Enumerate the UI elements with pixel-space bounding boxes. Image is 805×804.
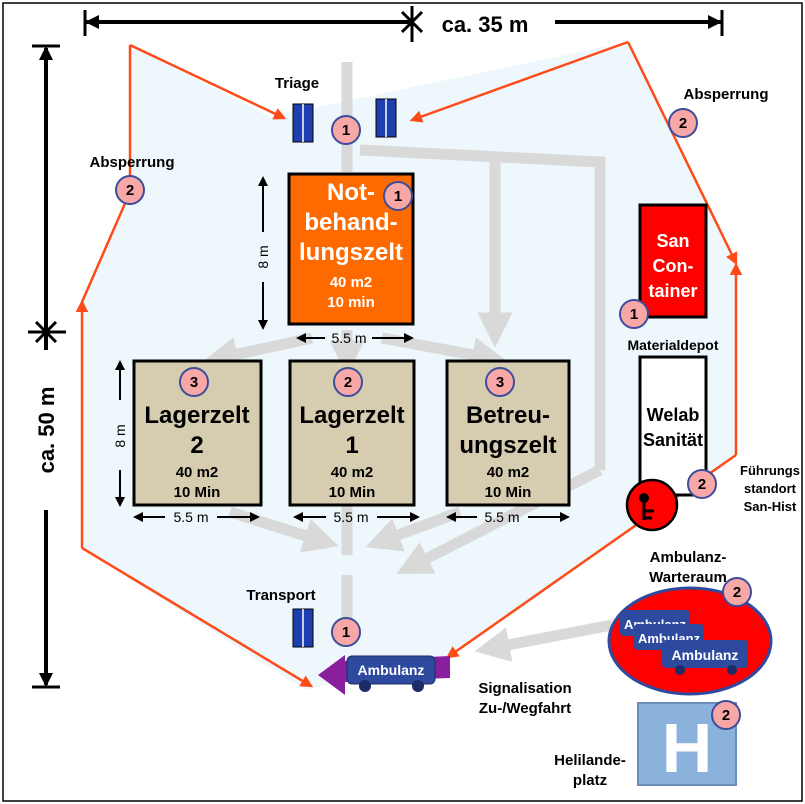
- not-tent-height-label: 8 m: [255, 245, 271, 268]
- svg-text:1: 1: [630, 306, 638, 323]
- lager2-time: 10 Min: [174, 484, 221, 501]
- badge-absperrung-left: 2: [115, 175, 145, 205]
- height-dimension: ca. 50 m: [28, 44, 66, 689]
- badge-lager2: 3: [179, 367, 209, 397]
- san-container-name-2: Con-: [653, 256, 694, 276]
- fuehrung-label-2: standort: [744, 481, 797, 496]
- not-tent-area: 40 m2: [330, 274, 373, 291]
- fuehrung-label-3: San-Hist: [744, 499, 797, 514]
- heli-label-1: Helilande-: [554, 752, 626, 769]
- badge-lager1: 2: [333, 367, 363, 397]
- lager1-name-2: 1: [345, 432, 358, 459]
- betreu-area: 40 m2: [487, 464, 530, 481]
- lager2-area: 40 m2: [176, 464, 219, 481]
- lager2-width-label: 5.5 m: [173, 509, 208, 525]
- betreu-width-label: 5.5 m: [484, 509, 519, 525]
- svg-text:3: 3: [190, 374, 198, 391]
- betreu-name-1: Betreu-: [466, 402, 550, 429]
- badge-transport: 1: [331, 617, 361, 647]
- signalisation-label-1: Signalisation: [478, 680, 571, 697]
- not-tent-width-label: 5.5 m: [331, 330, 366, 346]
- transport-label: Transport: [246, 587, 315, 604]
- main-ambulance-label: Ambulanz: [358, 662, 425, 678]
- lager2-name-1: Lagerzelt: [144, 402, 249, 429]
- lager1-area: 40 m2: [331, 464, 374, 481]
- transport-markers: [292, 608, 314, 648]
- fuehrung-label-1: Führungs: [740, 463, 800, 478]
- svg-text:1: 1: [342, 624, 350, 641]
- lager1-width-label: 5.5 m: [333, 509, 368, 525]
- materialdepot-label: Materialdepot: [627, 337, 718, 353]
- welab-name-1: Welab: [647, 405, 700, 425]
- main-ambulance: Ambulanz: [346, 655, 436, 692]
- barrier-lines: [75, 40, 743, 688]
- not-tent-name-3: lungszelt: [299, 239, 403, 266]
- heli-label-2: platz: [573, 772, 607, 789]
- svg-text:2: 2: [698, 476, 706, 493]
- svg-text:3: 3: [496, 374, 504, 391]
- width-dimension: ca. 35 m: [83, 6, 724, 42]
- ambulance-waiting-area: Ambulanz Ambulanz Ambulanz: [607, 586, 773, 696]
- waiting-ambulance-3-label: Ambulanz: [672, 647, 739, 663]
- badge-warteraum: 2: [722, 577, 752, 607]
- welab-name-2: Sanität: [643, 430, 703, 450]
- badge-betreu: 3: [485, 367, 515, 397]
- svg-text:2: 2: [733, 584, 741, 601]
- tent-dimensions: [115, 176, 570, 522]
- lager-tent-height-label: 8 m: [112, 424, 128, 447]
- svg-text:1: 1: [394, 188, 402, 205]
- svg-text:2: 2: [126, 182, 134, 199]
- badge-fuehrung: 2: [687, 469, 717, 499]
- svg-text:2: 2: [344, 374, 352, 391]
- lager1-time: 10 Min: [329, 484, 376, 501]
- triage-markers: [292, 98, 397, 143]
- not-tent-name-1: Not-: [327, 179, 375, 206]
- waiting-ambulance-3: Ambulanz: [662, 640, 748, 675]
- badge-absperrung-right: 2: [668, 108, 698, 138]
- not-tent-name-2: behand-: [304, 209, 397, 236]
- absperrung-right-label: Absperrung: [683, 86, 768, 103]
- lager1-name-1: Lagerzelt: [299, 402, 404, 429]
- badge-triage: 1: [331, 115, 361, 145]
- badge-heli: 2: [711, 700, 741, 730]
- svg-text:2: 2: [722, 707, 730, 724]
- badge-not-tent: 1: [383, 181, 413, 211]
- signalisation-label-2: Zu-/Wegfahrt: [479, 700, 571, 717]
- absperrung-left-label: Absperrung: [89, 154, 174, 171]
- betreu-name-2: ungszelt: [459, 432, 556, 459]
- warteraum-label-2: Warteraum: [649, 569, 727, 586]
- helipad-symbol: H: [662, 709, 713, 787]
- not-tent-time: 10 min: [327, 294, 375, 311]
- badge-san-container: 1: [619, 299, 649, 329]
- lager2-name-2: 2: [190, 432, 203, 459]
- san-container-name-3: tainer: [648, 281, 697, 301]
- betreu-time: 10 Min: [485, 484, 532, 501]
- san-container-name-1: San: [656, 231, 689, 251]
- svg-text:2: 2: [679, 115, 687, 132]
- san-container: San Con- tainer: [638, 203, 708, 319]
- height-label: ca. 50 m: [34, 387, 59, 474]
- svg-text:1: 1: [342, 122, 350, 139]
- warteraum-label-1: Ambulanz-: [650, 549, 727, 566]
- triage-label: Triage: [275, 75, 319, 92]
- command-post-icon: [625, 478, 679, 532]
- width-label: ca. 35 m: [442, 12, 529, 37]
